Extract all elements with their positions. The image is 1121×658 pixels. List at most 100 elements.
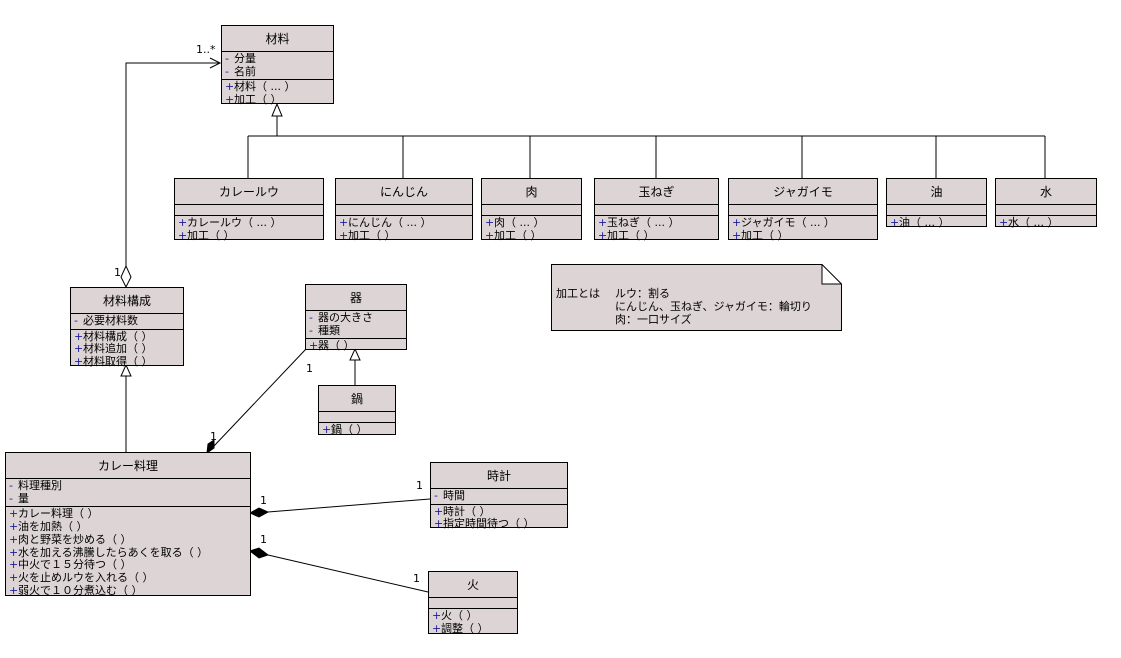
composition-diamond-tokei xyxy=(248,507,270,518)
operation-row: +材料追加（ ） xyxy=(74,343,183,356)
attribute-text: 料理種別 xyxy=(18,479,62,492)
public-marker: + xyxy=(74,342,84,356)
operation-text: 加工（ ） xyxy=(234,93,282,107)
class-name: 肉 xyxy=(482,179,581,205)
operation-text: 油（ ... ） xyxy=(899,216,950,229)
aggregation-kosei-to-zairyo xyxy=(125,62,220,266)
private-marker: - xyxy=(309,311,313,324)
multiplicity-hi: 1 xyxy=(413,572,420,585)
public-marker: + xyxy=(178,216,188,229)
generalization-arrowhead-zairyo xyxy=(271,102,283,117)
operation-row: +加工（ ） xyxy=(598,228,718,243)
class-curry-ryori[interactable]: カレー料理 -料理種別 -量 +カレー料理（ ） +油を加熱（ ） +肉と野菜を… xyxy=(5,452,251,596)
attributes xyxy=(336,205,472,216)
operation-text: カレールウ（ ... ） xyxy=(187,216,282,229)
multiplicity-ryori-tokei: 1 xyxy=(260,494,267,507)
operation-text: 材料構成（ ） xyxy=(83,329,153,343)
attributes xyxy=(175,205,323,216)
attribute-row: -量 xyxy=(9,492,250,506)
operation-row: +材料構成（ ） xyxy=(74,329,183,344)
operation-text: 油を加熱（ ） xyxy=(18,520,88,534)
public-marker: + xyxy=(9,583,19,597)
public-marker: + xyxy=(890,216,900,229)
operations: +材料構成（ ） +材料追加（ ） +材料取得（ ） xyxy=(71,330,183,370)
class-zairyo[interactable]: 材料 -分量 -名前 +材料（ ... ） +加工（ ） xyxy=(221,25,334,107)
attributes xyxy=(595,205,718,216)
composition-ryori-tokei xyxy=(267,498,431,513)
operation-text: 火（ ） xyxy=(441,609,478,622)
attribute-text: 種類 xyxy=(318,323,340,337)
operation-text: 加工（ ） xyxy=(348,228,396,242)
composition-ryori-hi xyxy=(267,554,429,593)
public-marker: + xyxy=(9,507,19,521)
attribute-row: -時間 xyxy=(434,489,567,503)
attribute-row: -名前 xyxy=(225,64,333,79)
class-ninjin[interactable]: にんじん +にんじん（ ... ） +加工（ ） xyxy=(335,178,473,243)
private-marker: - xyxy=(225,64,229,78)
operations: +にんじん（ ... ） +加工（ ） xyxy=(336,216,472,243)
attributes: -分量 -名前 xyxy=(222,52,333,81)
aggregation-diamond xyxy=(120,264,132,289)
operation-text: 中火で１５分待つ（ ） xyxy=(18,558,132,572)
attribute-text: 時間 xyxy=(443,489,465,502)
class-name: カレー料理 xyxy=(6,453,250,479)
public-marker: + xyxy=(339,216,349,229)
aggregation-open-arrowhead xyxy=(209,57,222,69)
private-marker: - xyxy=(74,314,78,327)
operation-text: 鍋（ ） xyxy=(331,423,368,436)
operation-row: +火を止めルウを入れる（ ） xyxy=(9,571,250,585)
public-marker: + xyxy=(434,517,444,531)
public-marker: + xyxy=(74,355,84,369)
class-name: 火 xyxy=(429,572,517,598)
operation-text: 加工（ ） xyxy=(741,228,789,242)
multiplicity-zairyo: 1..* xyxy=(196,43,216,56)
operation-text: 器（ ） xyxy=(318,339,355,353)
note-line: 肉：一口サイズ xyxy=(615,313,692,326)
operation-text: 指定時間待つ（ ） xyxy=(443,517,535,531)
class-zairyo-kosei[interactable]: 材料構成 -必要材料数 +材料構成（ ） +材料追加（ ） +材料取得（ ） xyxy=(70,287,184,368)
class-tokei[interactable]: 時計 -時間 +時計（ ） +指定時間待つ（ ） xyxy=(430,462,568,531)
class-jagaimo[interactable]: ジャガイモ +ジャガイモ（ ... ） +加工（ ） xyxy=(728,178,878,242)
public-marker: + xyxy=(432,621,442,635)
class-hi[interactable]: 火 +火（ ） +調整（ ） xyxy=(428,571,518,635)
attributes xyxy=(887,205,986,216)
public-marker: + xyxy=(598,228,608,242)
class-tamanegi[interactable]: 玉ねぎ +玉ねぎ（ ... ） +加工（ ） xyxy=(594,178,719,243)
attributes xyxy=(482,205,581,216)
generalization-ingredients-to-zairyo xyxy=(247,116,1046,178)
public-marker: + xyxy=(225,80,235,94)
private-marker: - xyxy=(434,489,438,502)
attribute-row: -分量 xyxy=(225,52,333,66)
class-curry-roux[interactable]: カレールウ +カレールウ（ ... ） +加工（ ） xyxy=(174,178,324,243)
attribute-row: -器の大きさ xyxy=(309,311,406,325)
class-mizu[interactable]: 水 +水（ ... ） xyxy=(995,178,1097,229)
public-marker: + xyxy=(732,228,742,242)
operations: +器（ ） xyxy=(306,339,406,354)
operation-row: +中火で１５分待つ（ ） xyxy=(9,558,250,572)
operation-text: 水（ ... ） xyxy=(1008,216,1059,229)
operations: +鍋（ ） xyxy=(319,423,395,438)
operation-row: +加工（ ） xyxy=(178,229,323,243)
note-label: 加工とは xyxy=(556,287,600,300)
operation-text: 肉と野菜を炒める（ ） xyxy=(18,532,132,546)
public-marker: + xyxy=(9,532,19,546)
class-name: にんじん xyxy=(336,179,472,205)
class-nabe[interactable]: 鍋 +鍋（ ） xyxy=(318,385,396,438)
operation-row: +器（ ） xyxy=(309,340,406,353)
class-abura[interactable]: 油 +油（ ... ） xyxy=(886,178,987,229)
operation-text: 肉（ ... ） xyxy=(494,216,545,229)
operations: +肉（ ... ） +加工（ ） xyxy=(482,216,581,243)
public-marker: + xyxy=(74,329,84,343)
operations: +油（ ... ） xyxy=(887,216,986,231)
class-utsuwa[interactable]: 器 -器の大きさ -種類 +器（ ） xyxy=(305,284,407,352)
multiplicity-tokei: 1 xyxy=(416,479,423,492)
generalization-arrowhead-utsuwa xyxy=(349,347,361,361)
operations: +カレー料理（ ） +油を加熱（ ） +肉と野菜を炒める（ ） +水を加える沸騰… xyxy=(6,507,250,598)
attributes xyxy=(996,205,1096,216)
operation-row: +時計（ ） xyxy=(434,505,567,519)
attribute-row: -必要材料数 xyxy=(74,314,183,328)
class-niku[interactable]: 肉 +肉（ ... ） +加工（ ） xyxy=(481,178,582,243)
operations: +玉ねぎ（ ... ） +加工（ ） xyxy=(595,216,718,243)
composition-ryori-utsuwa xyxy=(213,348,307,447)
operation-row: +加工（ ） xyxy=(485,229,581,243)
